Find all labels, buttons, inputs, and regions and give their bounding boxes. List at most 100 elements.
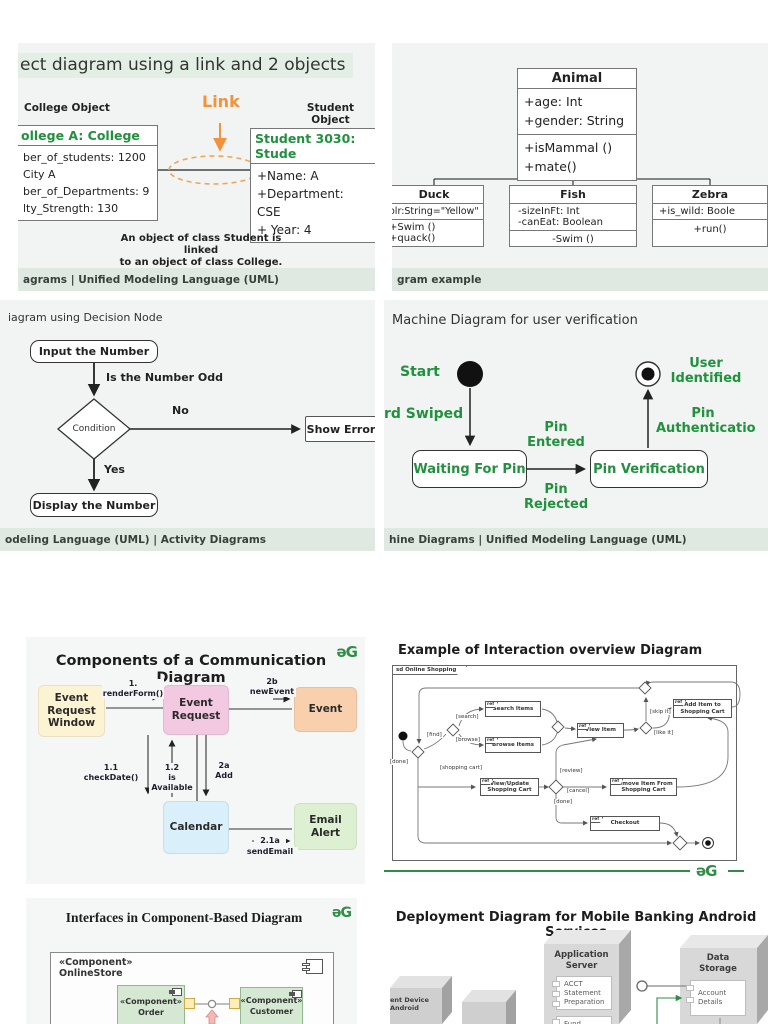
panel-component-diagram: Interfaces in Component-Based Diagram ǝG… bbox=[26, 898, 357, 1024]
activity-footer-text: odeling Language (UML) | Activity Diagra… bbox=[5, 533, 267, 546]
component-title: Interfaces in Component-Based Diagram bbox=[65, 910, 303, 925]
state-pin-rejected-label: Pin Rejected bbox=[524, 482, 589, 513]
order-port-right bbox=[184, 998, 195, 1009]
activity-input-node: Input the Number bbox=[30, 340, 158, 363]
state-verification-node: Pin Verification bbox=[590, 450, 708, 488]
activity-yes-label: Yes bbox=[104, 463, 125, 476]
activity-condition-label: Condition bbox=[72, 424, 116, 434]
state-waiting-text: Waiting For Pin bbox=[413, 461, 526, 477]
class-diagram-footer: gram example bbox=[392, 268, 768, 291]
state-wires bbox=[457, 361, 661, 475]
ref-search-items: ref Search Items bbox=[485, 701, 541, 717]
ref-search-items-text: Search Items bbox=[492, 705, 534, 712]
decision-diamond-cart bbox=[548, 779, 564, 795]
guard-find: [find] bbox=[426, 732, 443, 739]
data-storage-label: Data Storage bbox=[699, 953, 737, 974]
guard-done-1: [done] bbox=[389, 759, 410, 766]
ref-browse-items-text: Browse Items bbox=[491, 741, 535, 748]
class-duck: Duck olr:String="Yellow" +Swim () +quack… bbox=[392, 185, 484, 247]
acct-port bbox=[552, 981, 560, 987]
gfg-logo-icon: ǝG bbox=[696, 862, 717, 880]
interaction-frame: sd Online Shopping bbox=[392, 665, 737, 861]
comm-email-alert: Email Alert bbox=[294, 803, 357, 850]
class-zebra-attr: +is_wild: Boole bbox=[653, 204, 767, 220]
panel-class-diagram: Animal +age: Int +gender: String +isMamm… bbox=[392, 43, 768, 291]
final-state-inner bbox=[641, 367, 655, 381]
panel-interaction-overview: Example of Interaction overview Diagram … bbox=[384, 637, 768, 884]
college-object-box: ollege A: College ber_of_students: 1200 … bbox=[18, 125, 158, 222]
component-icon bbox=[302, 959, 323, 974]
activity-title: iagram using Decision Node bbox=[8, 311, 163, 324]
ref-add-item: ref Add Item to Shopping Cart bbox=[673, 699, 732, 718]
state-footer: hine Diagrams | Unified Modeling Languag… bbox=[384, 528, 768, 551]
acct-statement-box: ACCT Statement Preparation bbox=[556, 976, 612, 1010]
component-icon-tab bbox=[289, 992, 295, 994]
class-fish: Fish -sizeInFt: Int -canEat: Boolean -Sw… bbox=[509, 185, 637, 247]
pink-up-arrow bbox=[205, 1009, 219, 1024]
comm-edge-sendemail-text: sendEmail bbox=[242, 847, 298, 857]
activity-input-text: Input the Number bbox=[38, 345, 150, 358]
link-label: Link bbox=[202, 92, 240, 111]
class-duck-attr: olr:String="Yellow" bbox=[392, 204, 483, 220]
onlinestore-label: «Component» OnlineStore bbox=[59, 957, 133, 980]
class-animal-attrs: +age: Int +gender: String bbox=[518, 89, 636, 135]
activity-display-node: Display the Number bbox=[30, 493, 158, 517]
activity-show-error-text: Show Error bbox=[306, 422, 375, 436]
activity-wires bbox=[56, 363, 301, 492]
comm-edge-sendemail-num: 2.1a bbox=[254, 836, 286, 846]
merge-diamond-final bbox=[672, 835, 688, 851]
class-fish-op: -Swim () bbox=[552, 234, 594, 245]
client-device-label: ent Device Android bbox=[390, 996, 429, 1013]
deployment-lollipop bbox=[636, 980, 648, 992]
guard-done-2: [done] bbox=[553, 799, 574, 806]
state-card-swiped-label: rd Swiped bbox=[384, 406, 464, 422]
component-icon-tab bbox=[169, 992, 175, 994]
college-object-header: ollege A: College bbox=[18, 126, 157, 146]
comm-calendar: Calendar bbox=[163, 801, 229, 854]
state-footer-text: hine Diagrams | Unified Modeling Languag… bbox=[389, 533, 687, 546]
class-animal-name: Animal bbox=[518, 69, 636, 89]
student-object-box: Student 3030: Stude +Name: A +Department… bbox=[250, 128, 375, 243]
object-diagram-caption: An object of class Student is linked to … bbox=[119, 233, 283, 268]
component-icon-tab bbox=[289, 994, 295, 996]
activity-no-label: No bbox=[172, 404, 189, 417]
guard-browse: [browse] bbox=[455, 737, 482, 744]
college-object-label: College Object bbox=[24, 102, 110, 114]
ref-remove-item: ref Remove Item From Shopping Cart bbox=[610, 778, 677, 796]
panel-state-machine: Machine Diagram for user verification St… bbox=[384, 300, 768, 551]
merge-diamond-items bbox=[551, 720, 565, 734]
guard-skip-it: [skip it] bbox=[649, 709, 672, 716]
component-icon-small bbox=[169, 988, 182, 996]
comm-event: Event bbox=[294, 687, 357, 732]
class-zebra-op: +run() bbox=[693, 224, 727, 235]
state-title: Machine Diagram for user verification bbox=[392, 313, 638, 328]
account-port bbox=[686, 997, 694, 1003]
guard-search: [search] bbox=[455, 714, 480, 721]
state-verification-text: Pin Verification bbox=[593, 461, 705, 477]
state-start-label: Start bbox=[400, 364, 440, 380]
activity-display-text: Display the Number bbox=[32, 498, 156, 512]
component-wires bbox=[195, 999, 229, 1024]
panel-activity-diagram: iagram using Decision Node Input the Num… bbox=[0, 300, 375, 551]
state-user-identified-label: User Identified bbox=[670, 356, 742, 387]
class-animal-ops: +isMammal () +mate() bbox=[524, 139, 613, 175]
component-icon-tab bbox=[169, 990, 175, 992]
ref-checkout-text: Checkout bbox=[610, 820, 640, 827]
class-fish-name: Fish bbox=[510, 186, 636, 204]
interaction-final-inner bbox=[705, 840, 711, 846]
class-diagram-footer-text: gram example bbox=[397, 273, 482, 286]
panel-communication-diagram: Components of a Communication Diagram ǝG… bbox=[26, 637, 365, 884]
activity-odd-label: Is the Number Odd bbox=[106, 371, 224, 384]
class-zebra-name: Zebra bbox=[653, 186, 767, 204]
guard-like-it: [like it] bbox=[653, 730, 675, 737]
ref-view-update-cart-text: View/Update Shopping Cart bbox=[487, 780, 532, 793]
comm-edge-renderform: 1. renderForm() bbox=[102, 679, 164, 699]
decision-diamond-find bbox=[446, 723, 460, 737]
comm-edge-add: 2a Add bbox=[210, 761, 238, 781]
gfg-logo-icon: ǝG bbox=[336, 643, 358, 661]
comm-edge-isavailable: 1.2 is Available bbox=[149, 763, 195, 793]
deployment-title: Deployment Diagram for Mobile Banking An… bbox=[395, 910, 757, 940]
class-fish-attrs: -sizeInFt: Int -canEat: Boolean bbox=[510, 204, 636, 231]
student-object-header: Student 3030: Stude bbox=[251, 129, 375, 164]
account-port bbox=[686, 985, 694, 991]
